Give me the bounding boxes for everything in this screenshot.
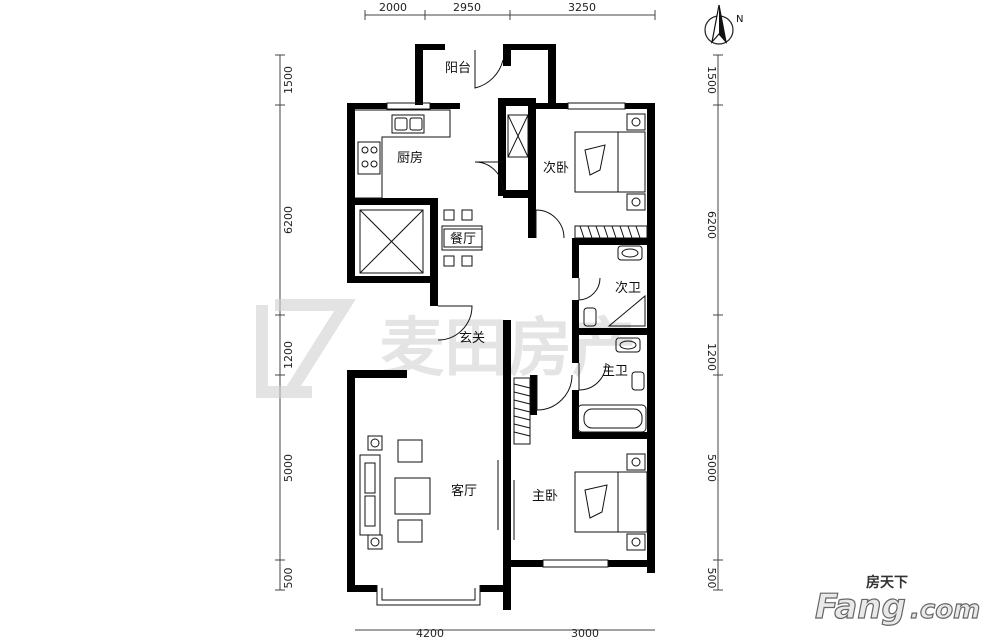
dim-top-1: 2000 <box>379 1 407 14</box>
watermark: 麦田房产 <box>256 299 636 398</box>
walls <box>347 44 655 610</box>
room-label-balcony: 阳台 <box>445 61 471 76</box>
dim-left-4: 5000 <box>282 454 295 482</box>
sofa-icon <box>359 435 431 550</box>
wardrobe-icon <box>513 225 648 445</box>
dim-left-3: 1200 <box>282 341 295 369</box>
dim-bottom-2: 3000 <box>571 627 599 637</box>
dim-right-1: 1500 <box>705 66 718 94</box>
north-arrow-label: N <box>736 14 743 25</box>
doors <box>437 50 607 540</box>
north-arrow-icon: N <box>704 4 743 45</box>
dim-right-4: 5000 <box>705 454 718 482</box>
shaft-icon <box>359 114 529 274</box>
dimension-lines <box>275 10 723 631</box>
sink-icon <box>391 114 425 134</box>
kitchen-fixtures <box>355 109 451 199</box>
dining-label-box <box>443 228 483 248</box>
master-bath-fixtures <box>577 337 647 433</box>
dim-left-2: 6200 <box>282 206 295 234</box>
room-label-master-bath: 主卫 <box>602 364 628 379</box>
dim-left-1: 1500 <box>282 66 295 94</box>
dim-right-3: 1200 <box>705 343 718 371</box>
windows <box>376 102 626 606</box>
room-label-kitchen: 厨房 <box>397 150 423 166</box>
dim-top-2: 2950 <box>453 1 481 14</box>
master-bed-icon <box>574 453 648 551</box>
brand-en: Fang <box>815 587 906 627</box>
brand-domain: .com <box>910 595 980 625</box>
stove-icon <box>357 141 381 175</box>
dim-right-5: 500 <box>705 568 718 589</box>
dim-left-5: 500 <box>282 568 295 589</box>
second-bed-icon <box>574 113 646 211</box>
room-label-second-bath: 次卫 <box>615 280 641 296</box>
dim-top-3: 3250 <box>568 1 596 14</box>
room-label-second-bedroom: 次卧 <box>543 160 569 176</box>
brand-cn: 房天下 <box>866 574 908 591</box>
second-bath-fixtures <box>583 245 646 327</box>
dim-right-2: 6200 <box>705 211 718 239</box>
room-label-master-bedroom: 主卧 <box>532 489 558 504</box>
room-label-living: 客厅 <box>451 483 477 499</box>
room-label-entrance: 玄关 <box>459 331 485 346</box>
dim-bottom-1: 4200 <box>416 627 444 637</box>
room-label-dining: 餐厅 <box>450 231 476 247</box>
brand-logo: 房天下 Fang .com <box>814 574 980 628</box>
